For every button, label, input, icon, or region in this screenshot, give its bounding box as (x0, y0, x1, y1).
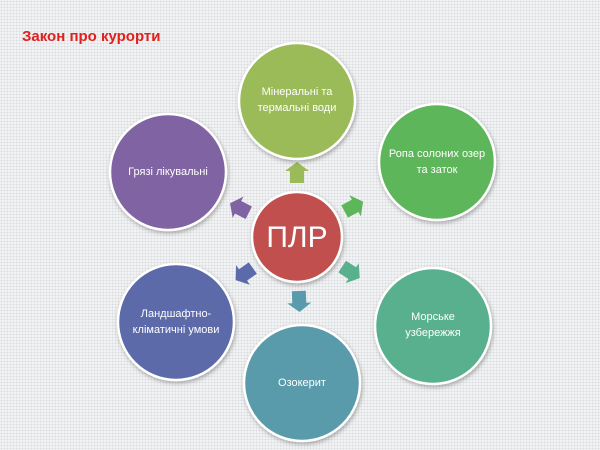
node-label-brine: Ропа солоних озер та заток (388, 148, 486, 176)
node-circle-mud (108, 112, 228, 232)
arrow-icon-landscape-climate (235, 262, 257, 285)
center-label: ПЛР (266, 221, 328, 254)
slide-title: Закон про курорти (22, 28, 161, 45)
arrow-icon-brine (341, 195, 364, 218)
node-circle-mineral-waters (237, 41, 357, 161)
node-circle-ozokerite (242, 323, 362, 443)
center-circle (250, 190, 344, 284)
node-label-landscape-climate: Ландшафтно-кліматичні умови (132, 308, 220, 336)
node-label-mineral-waters: Мінеральні та термальні води (257, 86, 337, 114)
node-label-seacoast: Морське узбережжя (405, 311, 461, 339)
arrow-icon-ozokerite (287, 290, 312, 312)
arrow-icon-mineral-waters (285, 162, 309, 183)
node-circle-landscape-climate (116, 262, 236, 382)
node-circle-seacoast (373, 266, 493, 386)
arrow-icon-seacoast (338, 260, 360, 284)
node-label-mud: Грязі лікувальні (128, 166, 208, 178)
node-label-ozokerite: Озокерит (278, 377, 326, 389)
node-circle-brine (377, 102, 497, 222)
arrow-icon-mud (230, 196, 252, 219)
